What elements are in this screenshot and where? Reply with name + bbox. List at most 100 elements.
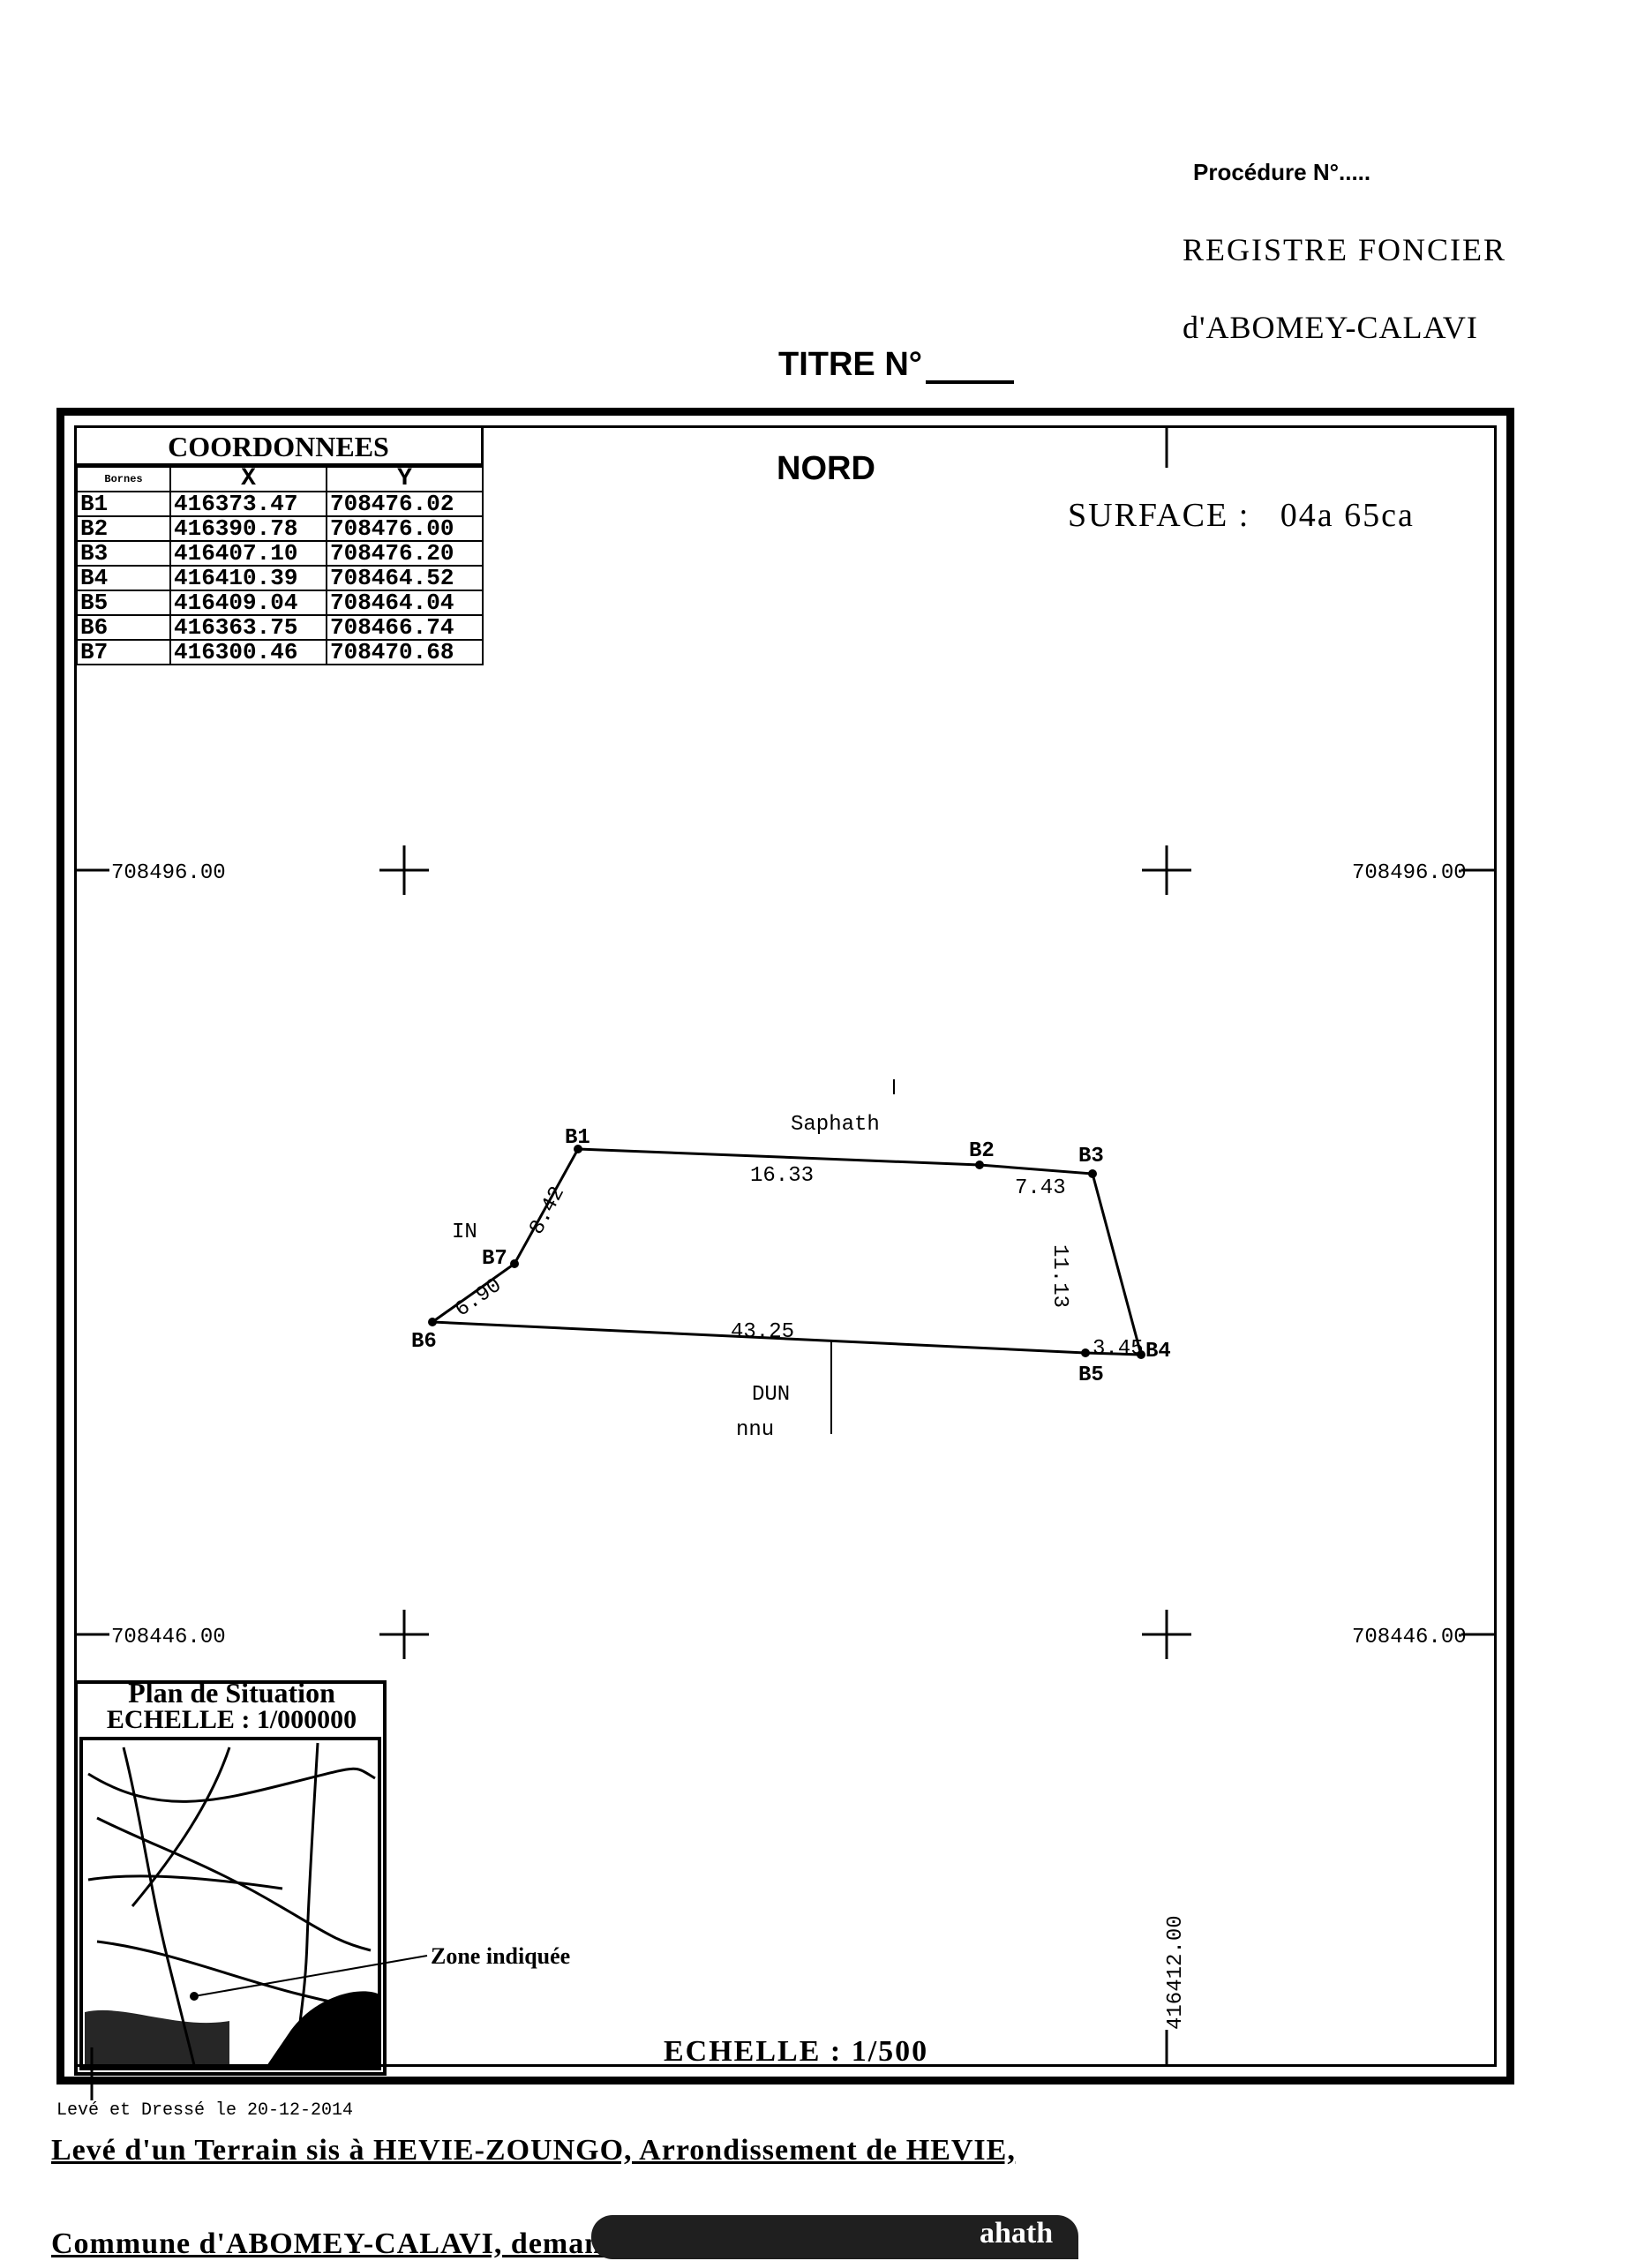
borne-name: B3 [76,540,171,567]
borne-y: 708464.04 [326,590,484,616]
dim-b3-b4: 11.13 [1048,1244,1071,1308]
situation-map [74,1680,428,2076]
titre-number: TITRE N° [778,346,1014,384]
borne-y: 708476.20 [326,540,484,567]
borne-y: 708466.74 [326,614,484,641]
footer-line-2-end: ahath [980,2217,1054,2250]
dim-b4-b5: 3.45 [1093,1337,1144,1361]
parcel-polygon [428,1147,1143,1356]
coordinates-title: COORDONNEES [76,427,484,466]
footer-line-1: Levé d'un Terrain sis à HEVIE-ZOUNGO, Ar… [51,2134,1016,2167]
procedure-number: Procédure N°..... [1193,159,1371,185]
survey-date: Levé et Dressé le 20-12-2014 [56,2100,354,2121]
col-x: X [169,466,327,492]
label-b7: B7 [482,1247,507,1271]
situation-scale: ECHELLE : 1/000000 [106,1705,357,1734]
surface-value: SURFACE : 04a 65ca [1068,497,1415,534]
registre-foncier: REGISTRE FONCIER [1183,232,1507,267]
borne-name: B6 [76,614,171,641]
dim-b2-b3: 7.43 [1015,1176,1066,1200]
borne-x: 416363.75 [169,614,327,641]
borne-x: 416409.04 [169,590,327,616]
vertex-b1 [574,1145,582,1153]
borne-y: 708470.68 [326,639,484,665]
plan-frame-inner [74,425,1497,2067]
situation-title: Plan de Situation [128,1677,335,1709]
situation-roads [87,1742,379,2066]
grid-crosses [379,845,1191,1659]
plan-scale: ECHELLE : 1/500 [664,2035,929,2068]
label-b6: B6 [411,1330,437,1354]
borne-x: 416410.39 [169,565,327,591]
neighbor-south: DUN [752,1383,790,1407]
situation-map-border [79,1737,381,2070]
grid-label-top-left: 708496.00 [111,861,226,885]
grid-label-bottom-right: 708446.00 [1352,1626,1467,1649]
label-b5: B5 [1078,1363,1104,1387]
neighbor-west: IN [452,1221,477,1244]
borne-y: 708476.00 [326,515,484,542]
borne-y: 708464.52 [326,565,484,591]
situation-lagoon [85,2009,229,2069]
borne-name: B4 [76,565,171,591]
plan-frame-outer [56,408,1514,2084]
label-b2: B2 [969,1139,995,1163]
vertex-b2 [975,1161,984,1169]
north-label: NORD [777,450,875,487]
dim-b6-b7: 6.90 [451,1273,507,1322]
grid-label-bottom-left: 708446.00 [111,1626,226,1649]
vertex-b7 [510,1259,519,1268]
borne-name: B1 [76,491,171,517]
redaction-block [591,2215,1078,2259]
vertex-b5 [1081,1348,1090,1357]
label-b3: B3 [1078,1145,1104,1168]
label-b4: B4 [1145,1340,1171,1363]
cross-bottom-left [379,1610,429,1659]
situation-frame [74,1680,387,2076]
borne-x: 416390.78 [169,515,327,542]
commune-name: d'ABOMEY-CALAVI [1183,310,1478,345]
dim-b5-b6: 43.25 [731,1320,794,1344]
parcel-vertices [428,1145,1145,1359]
titre-blank [925,354,1014,384]
zone-pointer-line [193,1955,428,1997]
footer-line-2: Commune d'ABOMEY-CALAVI, demandé par [51,2227,690,2260]
zone-label: Zone indiquée [431,1943,571,1969]
cross-top-left [379,845,429,895]
label-b1: B1 [565,1126,590,1150]
borne-x: 416373.47 [169,491,327,517]
vertex-b3 [1088,1169,1097,1178]
zone-marker [190,1992,199,2001]
neighbor-south-2: nnu [736,1418,774,1442]
dim-b7-b1: 8.42 [525,1183,570,1239]
vertex-b6 [428,1318,437,1326]
vertex-b4 [1137,1350,1145,1359]
dim-b1-b2: 16.33 [750,1164,814,1188]
borne-name: B5 [76,590,171,616]
titre-label: TITRE N° [778,346,922,383]
borne-name: B2 [76,515,171,542]
situation-water [265,1991,379,2069]
cross-bottom-right [1142,1610,1191,1659]
col-y: Y [326,466,484,492]
grid-label-top-right: 708496.00 [1352,861,1467,885]
grid-label-x-bottom: 416412.00 [1164,1915,1188,2030]
borne-name: B7 [76,639,171,665]
borne-y: 708476.02 [326,491,484,517]
coordinates-header-row: Bornes X Y [76,466,484,492]
col-bornes: Bornes [76,466,171,492]
borne-x: 416407.10 [169,540,327,567]
neighbor-north: Saphath [791,1113,880,1137]
borne-x: 416300.46 [169,639,327,665]
cross-top-right [1142,845,1191,895]
